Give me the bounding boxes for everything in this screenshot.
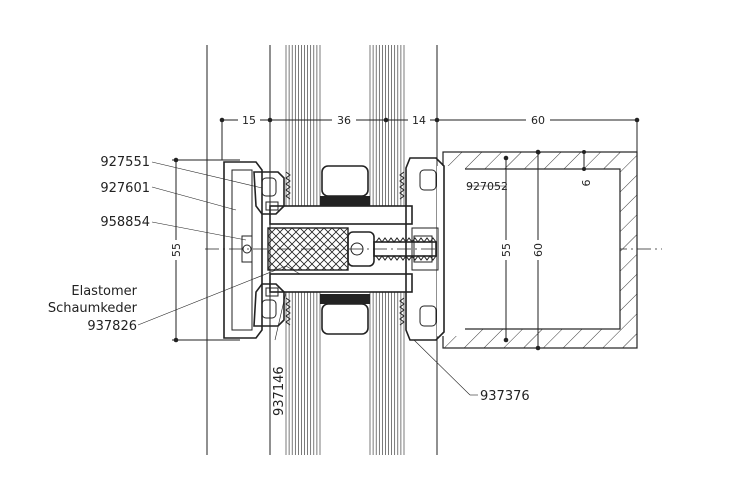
- label-927052: 927052: [466, 180, 508, 193]
- spacers: [320, 165, 370, 335]
- bar-and-foam: [267, 205, 413, 293]
- glass-pane-left: [285, 45, 321, 455]
- label-elastomer: Elastomer: [71, 284, 137, 299]
- label-937146: 937146: [272, 366, 287, 416]
- label-927551: 927551: [100, 155, 150, 170]
- dim-6: 6: [580, 180, 593, 187]
- part-labels: 927551 927601 958854 Elastomer Schaumked…: [48, 155, 530, 416]
- dim-55-right: 55: [500, 243, 513, 257]
- glass-pane-right: [369, 45, 405, 455]
- label-937376: 937376: [480, 389, 530, 404]
- clamp-top: [253, 171, 285, 215]
- dim-60-top: 60: [531, 114, 545, 127]
- label-927601: 927601: [100, 181, 150, 196]
- label-schaumkeder: Schaumkeder: [48, 301, 138, 316]
- dim-15: 15: [242, 114, 256, 127]
- dim-60-right: 60: [532, 243, 545, 257]
- leader-lines: [137, 161, 505, 396]
- profile-927601: [223, 161, 263, 339]
- clamp-bottom: [253, 283, 285, 327]
- steel-section: [437, 151, 638, 349]
- profile-right: [405, 157, 445, 341]
- dim-55-left: 55: [170, 243, 183, 257]
- label-958854: 958854: [100, 215, 150, 230]
- dim-36: 36: [337, 114, 351, 127]
- dim-14: 14: [412, 114, 426, 127]
- label-937826: 937826: [87, 319, 137, 334]
- gaskets: [285, 171, 405, 326]
- dimension-texts: 15 36 14 60 55 55 60 6: [169, 113, 593, 260]
